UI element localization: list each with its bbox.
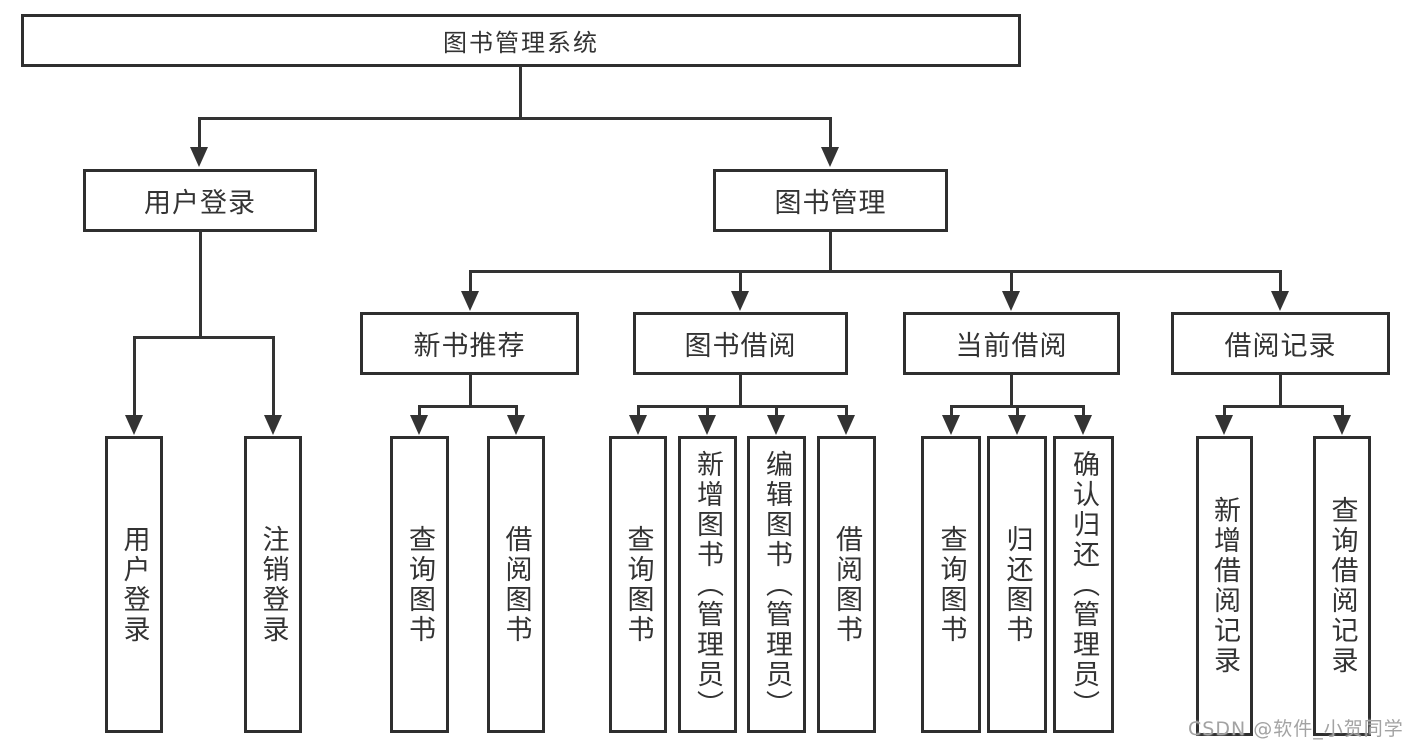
arrow-down-icon	[731, 291, 749, 311]
leaf-query-book-3: 查询图书	[921, 436, 981, 733]
arrow-down-icon	[1074, 415, 1092, 435]
connector-line	[515, 405, 518, 419]
leaf-borrow-book-2: 借阅图书	[817, 436, 876, 733]
leaf-confirm-return-admin: 确认归还（管理员）	[1053, 436, 1114, 733]
arrow-down-icon	[629, 415, 647, 435]
arrow-down-icon	[507, 415, 525, 435]
connector-line	[1223, 405, 1226, 419]
node-book-management-label: 图书管理	[774, 188, 887, 219]
leaf-query-book-2-label: 查询图书	[622, 524, 654, 645]
leaf-borrow-book-1: 借阅图书	[487, 436, 545, 733]
node-new-book-recommend-label: 新书推荐	[413, 331, 526, 362]
leaf-return-book: 归还图书	[987, 436, 1047, 733]
connector-line	[1010, 270, 1013, 294]
leaf-add-borrow-record: 新增借阅记录	[1196, 436, 1253, 736]
arrow-down-icon	[698, 415, 716, 435]
connector-line	[198, 117, 832, 120]
connector-line	[1279, 270, 1282, 294]
connector-line	[739, 374, 742, 408]
leaf-edit-book-admin: 编辑图书（管理员）	[747, 436, 806, 733]
arrow-down-icon	[821, 147, 839, 167]
connector-line	[519, 66, 522, 119]
leaf-edit-book-admin-label: 编辑图书（管理员）	[761, 449, 792, 720]
connector-line	[469, 270, 1282, 273]
connector-line	[199, 230, 202, 338]
leaf-confirm-return-admin-label: 确认归还（管理员）	[1068, 449, 1099, 720]
arrow-down-icon	[125, 415, 143, 435]
connector-line	[1279, 374, 1282, 408]
connector-line	[1082, 405, 1085, 419]
node-root: 图书管理系统	[21, 14, 1021, 67]
leaf-logout-label: 注销登录	[257, 524, 289, 645]
connector-line	[198, 117, 201, 151]
node-root-label: 图书管理系统	[443, 29, 599, 57]
arrow-down-icon	[942, 415, 960, 435]
connector-line	[739, 270, 742, 294]
leaf-logout: 注销登录	[244, 436, 302, 733]
arrow-down-icon	[1215, 415, 1233, 435]
arrow-down-icon	[410, 415, 428, 435]
leaf-query-borrow-record-label: 查询借阅记录	[1326, 496, 1358, 676]
connector-line	[418, 405, 518, 408]
connector-line	[845, 405, 848, 419]
arrow-down-icon	[1271, 291, 1289, 311]
node-current-borrow: 当前借阅	[903, 312, 1120, 375]
node-user-login: 用户登录	[83, 169, 317, 232]
connector-line	[775, 405, 778, 419]
connector-line	[1016, 405, 1019, 419]
leaf-user-login-label: 用户登录	[118, 524, 150, 645]
leaf-borrow-book-1-label: 借阅图书	[500, 524, 532, 645]
node-borrow-record: 借阅记录	[1171, 312, 1390, 375]
connector-line	[272, 336, 275, 418]
connector-line	[829, 117, 832, 151]
connector-line	[133, 336, 275, 339]
leaf-query-book-1-label: 查询图书	[404, 524, 435, 645]
arrow-down-icon	[190, 147, 208, 167]
node-book-borrow: 图书借阅	[633, 312, 848, 375]
connector-line	[637, 405, 848, 408]
connector-line	[469, 374, 472, 408]
arrow-down-icon	[264, 415, 282, 435]
node-current-borrow-label: 当前借阅	[955, 331, 1068, 362]
arrow-down-icon	[1008, 415, 1026, 435]
connector-line	[418, 405, 421, 419]
node-book-management: 图书管理	[713, 169, 948, 232]
connector-line	[1223, 405, 1344, 408]
node-new-book-recommend: 新书推荐	[360, 312, 579, 375]
arrow-down-icon	[767, 415, 785, 435]
leaf-query-book-1: 查询图书	[390, 436, 449, 733]
node-user-login-label: 用户登录	[144, 188, 256, 219]
leaf-query-book-2: 查询图书	[609, 436, 667, 733]
arrow-down-icon	[1333, 415, 1351, 435]
connector-line	[706, 405, 709, 419]
connector-line	[133, 336, 136, 418]
leaf-add-book-admin-label: 新增图书（管理员）	[692, 449, 723, 720]
leaf-user-login: 用户登录	[105, 436, 163, 733]
csdn-watermark: CSDN @软件_小贺同学	[1188, 718, 1404, 740]
connector-line	[1010, 374, 1013, 408]
leaf-add-borrow-record-label: 新增借阅记录	[1209, 496, 1240, 676]
connector-line	[950, 405, 953, 419]
leaf-add-book-admin: 新增图书（管理员）	[678, 436, 737, 733]
connector-line	[829, 230, 832, 272]
arrow-down-icon	[461, 291, 479, 311]
connector-line	[637, 405, 640, 419]
node-borrow-record-label: 借阅记录	[1224, 331, 1337, 362]
arrow-down-icon	[837, 415, 855, 435]
node-book-borrow-label: 图书借阅	[684, 331, 797, 362]
leaf-query-borrow-record: 查询借阅记录	[1313, 436, 1371, 736]
leaf-borrow-book-2-label: 借阅图书	[831, 524, 862, 645]
arrow-down-icon	[1002, 291, 1020, 311]
leaf-query-book-3-label: 查询图书	[935, 524, 967, 645]
connector-line	[1341, 405, 1344, 419]
leaf-return-book-label: 归还图书	[1001, 524, 1033, 645]
connector-line	[469, 270, 472, 294]
